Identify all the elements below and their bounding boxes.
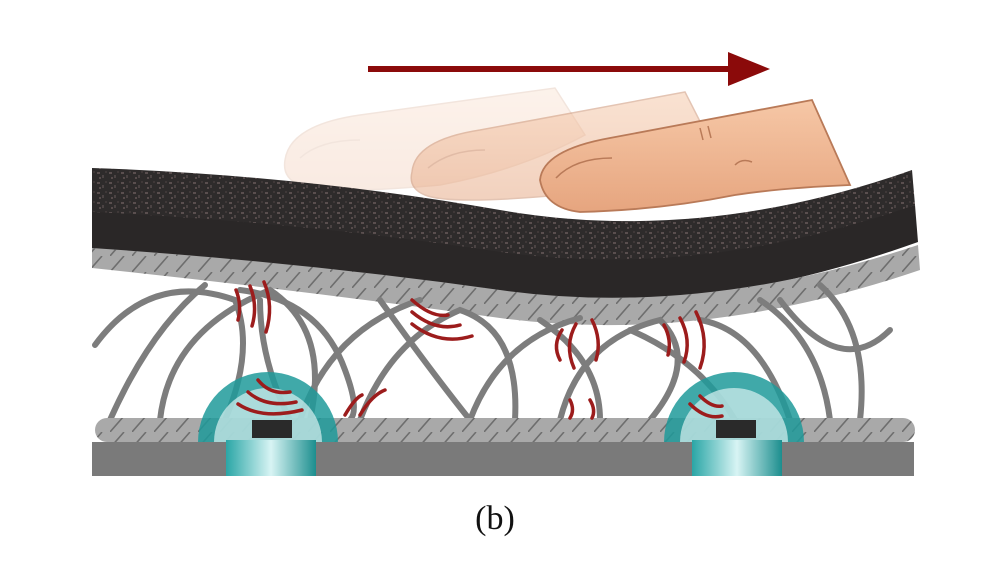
substrate xyxy=(92,442,914,476)
top-gray-layer xyxy=(92,245,920,326)
motion-arrow-icon xyxy=(368,52,770,86)
vibration-arc-icon xyxy=(234,280,724,420)
fiber-network xyxy=(92,282,893,423)
finger-icon xyxy=(539,98,852,213)
figure-caption: (b) xyxy=(475,500,515,537)
